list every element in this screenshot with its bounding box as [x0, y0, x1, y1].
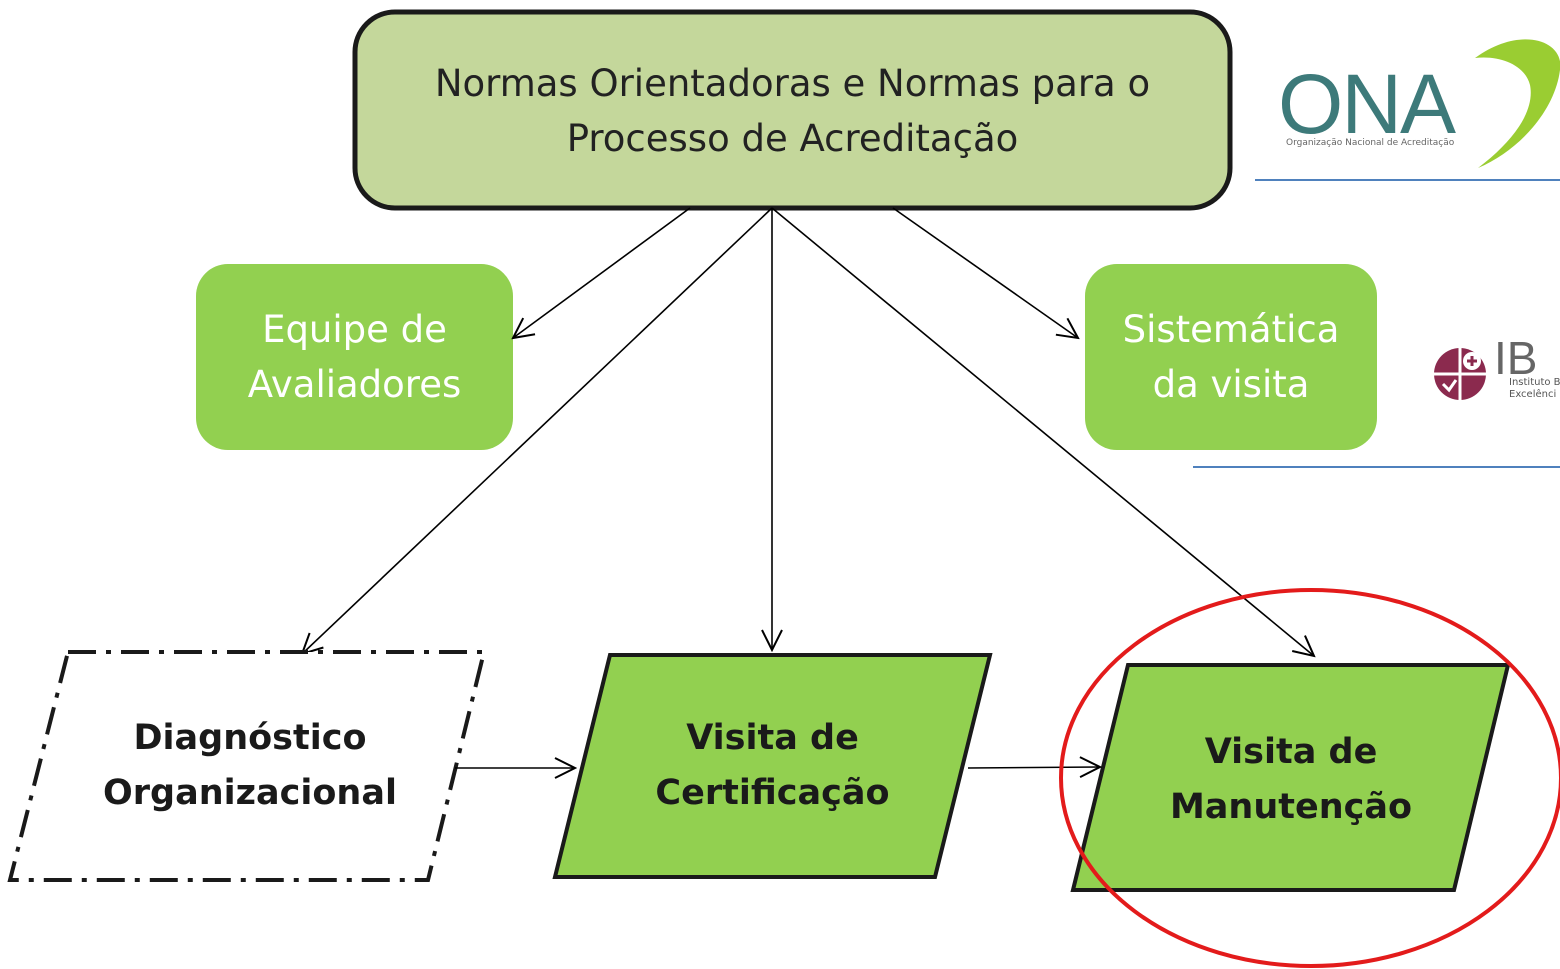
- arrow-to-diagnostico: [302, 207, 773, 654]
- ibes-caption-line2: Excelênci: [1509, 389, 1557, 400]
- diagnostico-line1: Diagnóstico: [133, 718, 367, 758]
- ona-logo: ONA: [1278, 39, 1560, 168]
- ona-swoosh-icon: [1475, 39, 1560, 168]
- ibes-check-icon: [1441, 379, 1458, 393]
- top-box-label: Normas Orientadoras e Normas para o Proc…: [355, 14, 1230, 207]
- top-box: [352, 9, 1233, 211]
- manutencao-step: [1070, 663, 1511, 892]
- right-box-label: Sistemática da visita: [1085, 264, 1377, 450]
- manutencao-label: Visita de Manutenção: [1128, 700, 1454, 860]
- certificacao-line1: Visita de: [686, 718, 859, 758]
- arrow-to-right-box: [892, 207, 1078, 338]
- arrow-to-manutencao: [771, 207, 1314, 656]
- manutencao-line2: Manutenção: [1169, 787, 1413, 827]
- diagnostico-step: [7, 650, 487, 882]
- certificacao-label: Visita de Certificação: [610, 686, 935, 846]
- ona-wordmark: ONA: [1278, 57, 1456, 151]
- top-box-line2: Processo de Acreditação: [566, 116, 1019, 160]
- right-box: [1085, 264, 1377, 450]
- diagnostico-label: Diagnóstico Organizacional: [90, 686, 410, 846]
- ona-caption: Organização Nacional de Acreditação: [1286, 138, 1455, 148]
- ibes-caption-line1: Instituto B: [1509, 377, 1560, 388]
- top-box-line1: Normas Orientadoras e Normas para o: [434, 61, 1151, 105]
- ibes-wordmark: IB: [1494, 332, 1537, 384]
- arrow-to-left-box: [513, 207, 691, 338]
- ibes-logo: IB: [1434, 332, 1537, 400]
- diagnostico-line2: Organizacional: [103, 773, 397, 813]
- left-box-line1: Equipe de: [262, 308, 447, 351]
- arrow-certificacao-to-manutencao: [967, 767, 1100, 768]
- highlight-ellipse: [1059, 588, 1560, 968]
- manutencao-line1: Visita de: [1204, 732, 1378, 772]
- certificacao-step: [552, 653, 993, 879]
- left-box-line2: Avaliadores: [247, 363, 462, 406]
- left-box: [196, 264, 513, 450]
- left-box-label: Equipe de Avaliadores: [196, 264, 513, 450]
- right-box-line2: da visita: [1152, 363, 1310, 406]
- right-box-line1: Sistemática: [1122, 308, 1340, 351]
- certificacao-line2: Certificação: [655, 773, 890, 813]
